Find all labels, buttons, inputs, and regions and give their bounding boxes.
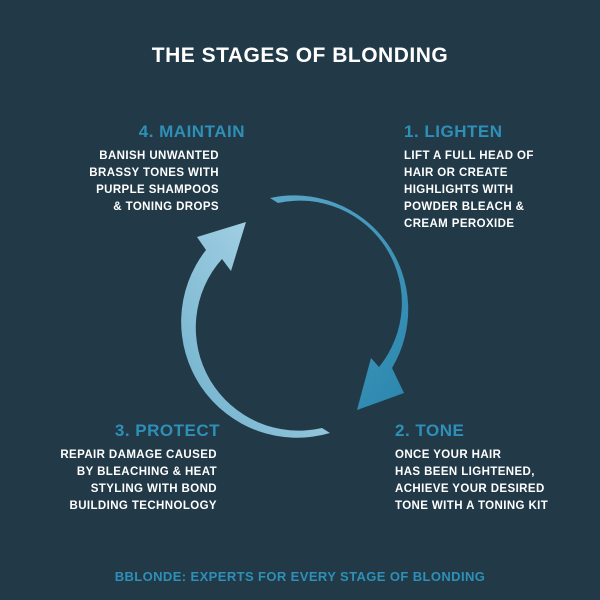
page-title: THE STAGES OF BLONDING: [151, 44, 449, 67]
text-line: PURPLE SHAMPOOS: [96, 184, 219, 196]
text-line: BUILDING TECHNOLOGY: [69, 500, 217, 512]
stage-1-heading: 1. LIGHTEN: [404, 122, 503, 141]
stage-4-text: BANISH UNWANTED BRASSY TONES WITH PURPLE…: [89, 148, 219, 216]
text-line: STYLING WITH BOND: [90, 483, 217, 495]
text-line: BRASSY TONES WITH: [89, 167, 219, 179]
text-line: CREAM PEROXIDE: [404, 218, 515, 230]
stage-2-text: ONCE YOUR HAIR HAS BEEN LIGHTENED, ACHIE…: [395, 447, 548, 515]
stage-3-text: REPAIR DAMAGE CAUSED BY BLEACHING & HEAT…: [60, 447, 217, 515]
text-line: LIFT A FULL HEAD OF: [404, 150, 534, 162]
stage-3-heading: 3. PROTECT: [114, 421, 220, 440]
arrow-lighten-to-tone-icon: [270, 195, 409, 410]
text-line: BANISH UNWANTED: [99, 150, 219, 162]
text-line: REPAIR DAMAGE CAUSED: [60, 449, 217, 461]
text-line: TONE WITH A TONING KIT: [395, 500, 549, 512]
stage-2-heading: 2. TONE: [395, 421, 465, 440]
stage-1-text: LIFT A FULL HEAD OF HAIR OR CREATE HIGHL…: [404, 148, 534, 233]
footer-tagline: BBLONDE: EXPERTS FOR EVERY STAGE OF BLON…: [114, 569, 486, 584]
text-line: BY BLEACHING & HEAT: [76, 466, 217, 478]
text-line: ACHIEVE YOUR DESIRED: [395, 483, 545, 495]
text-line: HAS BEEN LIGHTENED,: [395, 466, 535, 478]
text-line: ONCE YOUR HAIR: [395, 449, 502, 461]
text-line: POWDER BLEACH &: [404, 201, 525, 213]
text-line: & TONING DROPS: [113, 201, 219, 213]
text-line: HAIR OR CREATE: [404, 167, 508, 179]
stage-4-heading: 4. MAINTAIN: [138, 122, 245, 141]
text-line: HIGHLIGHTS WITH: [404, 184, 514, 196]
arrow-protect-to-maintain-icon: [181, 222, 330, 438]
